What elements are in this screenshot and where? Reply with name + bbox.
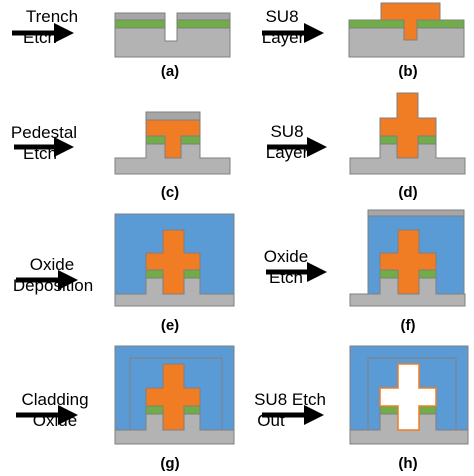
su8-f <box>379 229 437 295</box>
su8-g <box>145 363 201 431</box>
caption-h: (h) <box>398 455 417 472</box>
caption-e: (e) <box>161 317 179 334</box>
mask-a-left <box>114 12 166 21</box>
green-layer-a-right <box>176 19 231 29</box>
mask-c <box>145 111 201 121</box>
oxide-boundary-g <box>129 357 223 430</box>
su8-d <box>379 92 437 159</box>
oxide-boundary-h <box>367 357 457 430</box>
caption-d: (d) <box>398 184 417 201</box>
caption-c: (c) <box>161 184 179 201</box>
mask-f <box>367 209 465 217</box>
substrate-a <box>114 27 231 58</box>
caption-g: (g) <box>160 455 179 472</box>
substrate-c <box>114 143 231 175</box>
caption-b: (b) <box>398 63 417 80</box>
su8-b <box>380 2 441 41</box>
su8-e <box>145 229 201 295</box>
cross-section-e <box>114 213 235 307</box>
cross-section-a <box>114 12 231 58</box>
cross-section-f <box>349 209 466 307</box>
cross-section-d <box>349 92 466 175</box>
cross-section-c <box>114 111 231 175</box>
cross-section-g <box>114 345 235 445</box>
caption-a: (a) <box>161 63 179 80</box>
cross-section-h <box>349 345 469 445</box>
substrate-d <box>349 143 466 175</box>
su8-c <box>145 119 201 159</box>
caption-f: (f) <box>401 317 416 334</box>
cross-section-b <box>348 2 465 58</box>
void-h <box>379 363 437 431</box>
green-layer-a-left <box>114 19 166 29</box>
mask-a-right <box>176 12 231 21</box>
